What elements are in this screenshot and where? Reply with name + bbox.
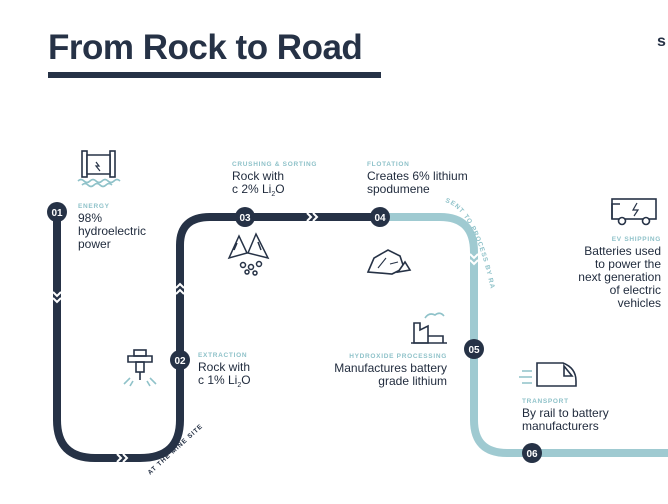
dam-icon: [77, 150, 121, 188]
station-05-line-1: Manufactures battery: [334, 361, 447, 375]
jackhammer-icon: [123, 349, 157, 387]
station-06-category: TRANSPORT: [522, 398, 569, 405]
station-03-category: CRUSHING & SORTING: [232, 161, 318, 168]
station-02-block: EXTRACTION Rock with c 1% Li2O: [198, 352, 251, 392]
title-underline: [48, 72, 381, 78]
station-01-line-1: 98%: [78, 211, 103, 225]
ev-shipping-line-5: vehicles: [617, 296, 661, 310]
station-node-04: 04: [370, 207, 390, 227]
route-dark: [53, 212, 380, 462]
station-num-05: 05: [468, 345, 480, 356]
station-04-line-2: spodumene: [367, 182, 430, 196]
station-03-block: CRUSHING & SORTING Rock with c 2% Li2O: [232, 161, 317, 201]
truck-icon: [611, 198, 657, 226]
station-03-text: Rock with: [232, 169, 285, 183]
station-num-04: 04: [374, 213, 386, 224]
station-node-03: 03: [235, 207, 255, 227]
station-05-block: HYDROXIDE PROCESSING Manufactures batter…: [320, 353, 447, 388]
station-node-01: 01: [47, 202, 67, 222]
station-num-02: 02: [174, 356, 186, 367]
station-num-03: 03: [239, 213, 251, 224]
station-06-line-1: By rail to battery: [522, 406, 609, 420]
crusher-icon: [227, 232, 270, 276]
page-title: From Rock to Road: [48, 28, 363, 67]
station-01-line-3: power: [78, 237, 111, 251]
train-icon: [519, 362, 577, 387]
station-06-line-2: manufacturers: [522, 419, 599, 433]
station-01-line-2: hydroelectric: [78, 224, 147, 238]
station-01-category: ENERGY: [78, 203, 110, 210]
station-node-05: 05: [464, 339, 484, 359]
station-06-block: TRANSPORT By rail to battery manufacture…: [522, 398, 609, 433]
ev-shipping-block: EV SHIPPING Batteries used to power the …: [570, 236, 661, 310]
station-num-06: 06: [526, 449, 538, 460]
ev-shipping-line-3: next generation: [578, 270, 661, 284]
route-light: [380, 213, 532, 457]
station-04-block: FLOTATION Creates 6% lithium spodumene: [367, 161, 468, 196]
station-02-category: EXTRACTION: [198, 352, 248, 359]
sent-by-rail-label: SENT TO PROCESS BY RAIL: [0, 0, 496, 290]
factory-icon: [411, 312, 447, 344]
station-05-category: HYDROXIDE PROCESSING: [349, 353, 447, 360]
station-01-block: ENERGY 98% hydroelectric power: [78, 203, 146, 251]
ev-shipping-category: EV SHIPPING: [611, 236, 661, 243]
ev-shipping-line-4: of electric: [609, 283, 661, 297]
station-04-category: FLOTATION: [367, 161, 410, 168]
station-04-line-1: Creates 6% lithium: [367, 169, 468, 183]
route-arrows: [52, 212, 479, 463]
rocks-icon: [366, 249, 412, 275]
station-03-formula: c 2% Li2O: [232, 182, 285, 199]
ev-shipping-line-1: Batteries used: [584, 244, 661, 258]
station-node-02: 02: [170, 350, 190, 370]
station-05-line-2: grade lithium: [378, 374, 447, 388]
ev-shipping-line-2: to power the: [594, 257, 661, 271]
station-02-formula: c 1% Li2O: [198, 373, 251, 390]
station-02-text: Rock with: [198, 360, 251, 374]
corner-text: s: [657, 33, 666, 50]
station-node-06: 06: [522, 443, 542, 463]
station-num-01: 01: [51, 208, 63, 219]
